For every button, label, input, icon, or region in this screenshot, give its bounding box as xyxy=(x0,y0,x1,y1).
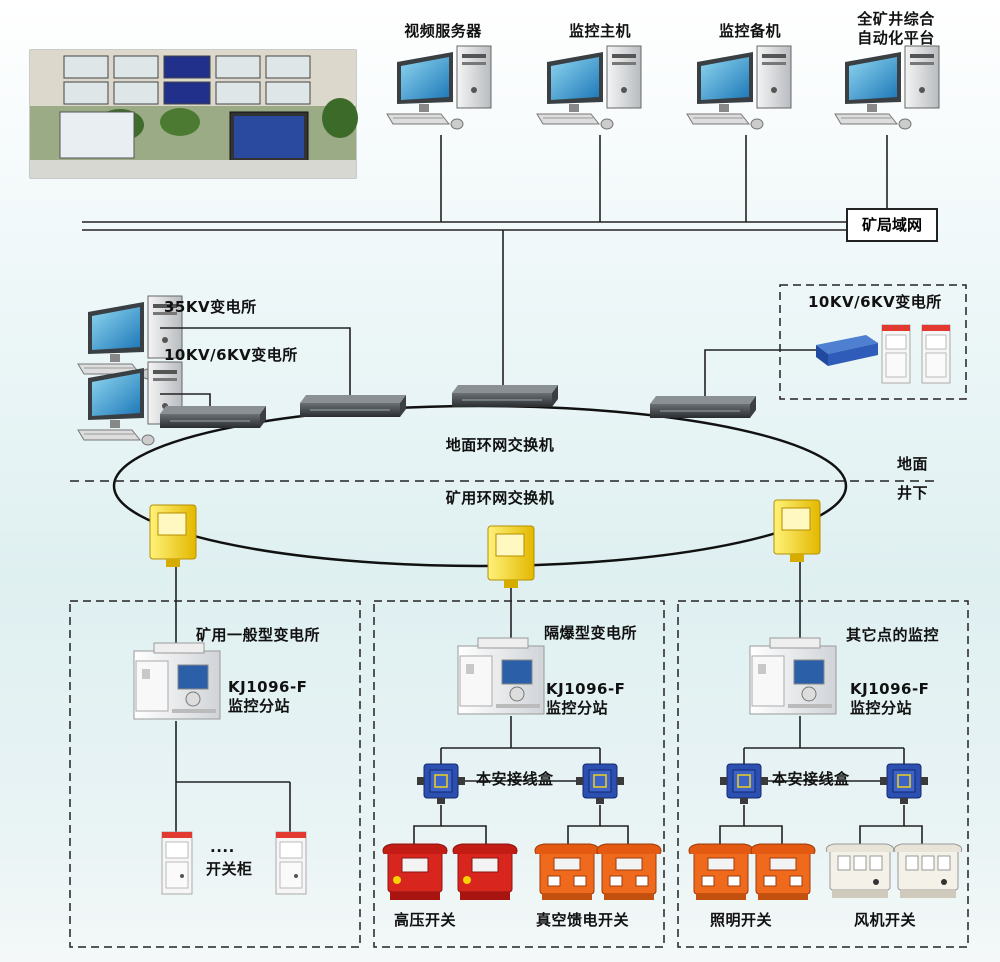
monitor-substation-1-icon xyxy=(133,642,221,720)
junction-box-3a-icon xyxy=(719,763,769,805)
switch-cabinet-2-icon xyxy=(275,831,307,895)
automation-platform-computer-icon xyxy=(834,45,940,130)
monitor-substation-2-icon xyxy=(457,637,545,715)
switch-cabinet-1-icon xyxy=(161,831,193,895)
vacuum-feeder-switch-2-icon xyxy=(596,843,662,901)
switch-cabinet-right-1-icon xyxy=(881,324,911,384)
switch-cabinet-label: 开关柜 xyxy=(206,860,253,878)
vacuum-feeder-switch-1-icon xyxy=(534,843,600,901)
substation-35kv-label: 35KV变电所 xyxy=(164,298,257,316)
lan-bus xyxy=(82,135,888,385)
panel-other-monitoring xyxy=(677,600,969,948)
surface-switch-3-icon xyxy=(451,384,559,408)
surface-switch-1-icon xyxy=(159,405,267,429)
monitor-backup-computer-icon xyxy=(686,45,792,130)
junction-box-2b-icon xyxy=(575,763,625,805)
right-substation-box xyxy=(779,284,967,400)
fan-switch-label: 风机开关 xyxy=(854,911,917,929)
high-voltage-switch-2-icon xyxy=(452,843,518,901)
surface-switch-2-icon xyxy=(299,394,407,418)
underground-zone-label: 井下 xyxy=(897,484,929,502)
junction-box-2a-icon xyxy=(416,763,466,805)
mine-lan-label: 矿局域网 xyxy=(846,208,938,242)
surface-links xyxy=(160,327,820,406)
vacuum-feeder-switch-label: 真空馈电开关 xyxy=(536,911,630,929)
surface-switch-4-icon xyxy=(649,395,757,419)
fan-switch-1-icon xyxy=(825,843,895,899)
mine-switch-1-icon xyxy=(149,504,197,568)
monitor-host-label: 监控主机 xyxy=(568,22,631,40)
high-voltage-switch-label: 高压开关 xyxy=(394,911,457,929)
monitor-backup-label: 监控备机 xyxy=(718,22,781,40)
lighting-switch-label: 照明开关 xyxy=(710,911,773,929)
serial-server-icon xyxy=(816,335,878,366)
station-2-label: KJ1096-F 监控分站 xyxy=(546,680,626,717)
fan-switch-2-icon xyxy=(893,843,963,899)
mine-switch-2-icon xyxy=(487,525,535,589)
video-server-computer-icon xyxy=(386,45,492,130)
high-voltage-switch-1-icon xyxy=(382,843,448,901)
general-substation-title: 矿用一般型变电所 xyxy=(196,626,321,644)
underground-links xyxy=(175,562,923,844)
automation-platform-label: 全矿井综合 自动化平台 xyxy=(857,10,935,47)
right-substation-label: 10KV/6KV变电所 xyxy=(808,293,942,311)
switch-cabinet-right-2-icon xyxy=(921,324,951,384)
surface-ring-switch-label: 地面环网交换机 xyxy=(445,436,555,454)
lighting-switch-1-icon xyxy=(688,843,754,901)
junction-box-3b-icon xyxy=(879,763,929,805)
monitor-substation-3-icon xyxy=(749,637,837,715)
substation-10kv-label: 10KV/6KV变电所 xyxy=(164,346,298,364)
panel-explosion-proof-substation xyxy=(373,600,665,948)
surface-zone-label: 地面 xyxy=(897,455,929,473)
other-monitoring-title: 其它点的监控 xyxy=(846,626,940,644)
lighting-switch-2-icon xyxy=(750,843,816,901)
station-3-label: KJ1096-F 监控分站 xyxy=(850,680,930,717)
panel-general-substation xyxy=(69,600,361,948)
junction-box-2-label: 本安接线盒 xyxy=(476,770,554,788)
ring-network xyxy=(112,404,848,568)
junction-box-3-label: 本安接线盒 xyxy=(772,770,850,788)
mine-switch-3-icon xyxy=(773,499,821,563)
video-server-label: 视频服务器 xyxy=(404,22,482,40)
mine-ring-switch-label: 矿用环网交换机 xyxy=(445,489,555,507)
explosion-proof-substation-title: 隔爆型变电所 xyxy=(544,624,638,642)
control-room-photo xyxy=(29,49,358,179)
station-1-label: KJ1096-F 监控分站 xyxy=(228,678,308,715)
ellipsis-dots: .... xyxy=(210,838,235,856)
monitor-host-computer-icon xyxy=(536,45,642,130)
